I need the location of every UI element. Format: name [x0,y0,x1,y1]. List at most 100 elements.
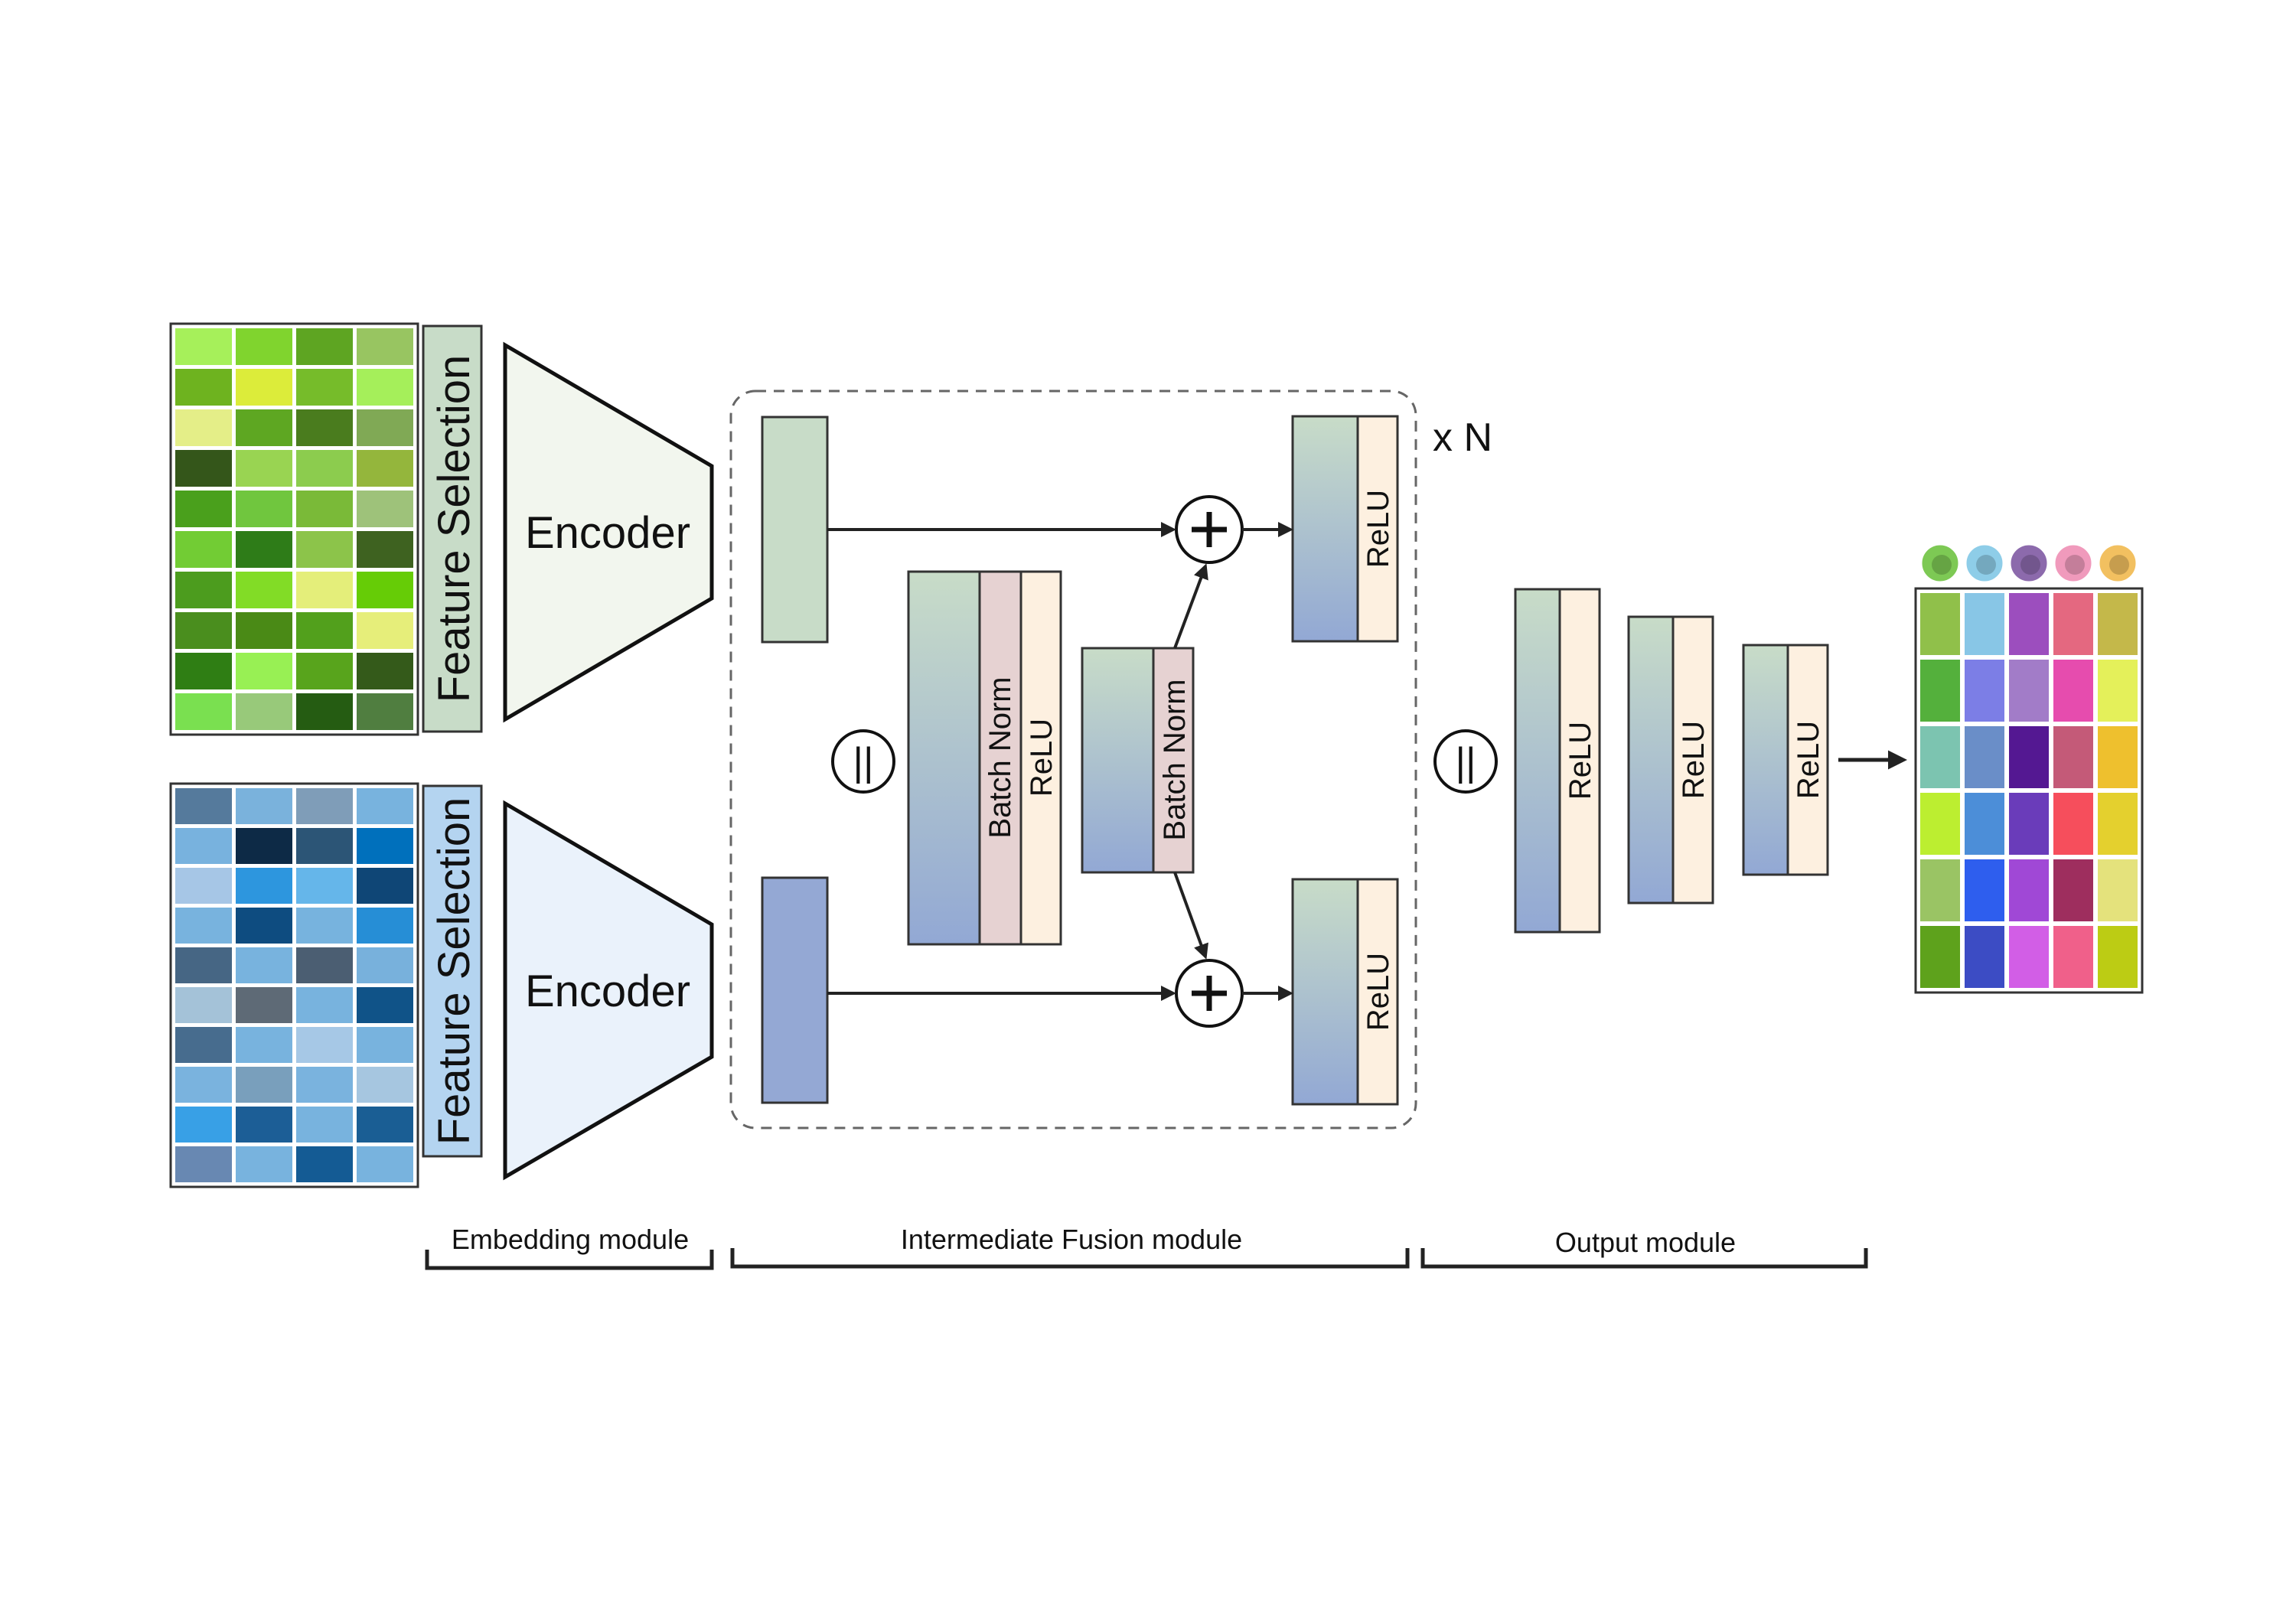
matrix-cell [296,693,353,730]
matrix-cell [2053,926,2093,988]
matrix-cell [2053,593,2093,655]
matrix-cell [236,947,292,983]
matrix-cell [236,788,292,824]
matrix-cell [175,328,232,365]
matrix-cell [175,1146,232,1182]
encoder-bottom-label: Encoder [525,966,690,1016]
matrix-cell [2009,593,2049,655]
matrix-cell [175,1067,232,1103]
matrix-cell [236,693,292,730]
matrix-cell [236,531,292,568]
matrix-cell [175,1027,232,1063]
cell-nucleus-icon [2065,555,2085,575]
matrix-cell [357,612,413,649]
output-layer-3-relu-label: ReLU [1792,721,1825,799]
cell-type-icons [1919,543,2138,584]
matrix-cell [175,450,232,487]
matrix-cell [2053,793,2093,855]
bracket-embedding [425,1250,714,1270]
cell-nucleus-icon [1976,555,1996,575]
module-brackets [425,1248,1868,1270]
output-matrix-frame [1914,587,2144,994]
matrix-cell [357,572,413,608]
matrix-cell [1965,793,2004,855]
cell-nucleus-icon [2020,555,2040,575]
fusion-large-relu-label: ReLU [1025,719,1058,797]
encoder-bottom: Encoder [503,800,714,1181]
matrix-cell [357,1067,413,1103]
matrix-cell [2009,859,2049,921]
output-matrix [1914,587,2144,994]
feature-selection-blue: Feature Selection [422,784,483,1158]
matrix-cell [236,572,292,608]
matrix-cell [296,908,353,944]
matrix-cell [357,987,413,1023]
matrix-cell [2098,859,2138,921]
matrix-cell [175,1107,232,1143]
matrix-cell [236,828,292,864]
matrix-cell [175,572,232,608]
matrix-cell [357,693,413,730]
fusion-arrows [827,522,1293,1001]
output-layer-1-relu-label: ReLU [1564,722,1597,800]
matrix-cell [236,868,292,904]
matrix-cell [357,947,413,983]
matrix-cell [2009,793,2049,855]
fusion-block-large: Batch Norm ReLU [907,570,1062,946]
matrix-cell [1920,593,1960,655]
matrix-cell [236,491,292,527]
matrix-cell [296,369,353,406]
matrix-cell [296,868,353,904]
matrix-cell [236,908,292,944]
matrix-cell [357,868,413,904]
fusion-large-batchnorm-label: Batch Norm [983,676,1017,838]
matrix-cell [296,531,353,568]
encoder-top: Encoder [503,341,714,723]
matrix-cell [236,1146,292,1182]
matrix-cell [2053,726,2093,788]
matrix-cell [175,612,232,649]
matrix-cell [1920,660,1960,722]
matrix-cell [236,369,292,406]
cell-nucleus-icon [2109,555,2129,575]
matrix-cell [1920,926,1960,988]
output-layer-1: ReLU [1514,588,1601,934]
matrix-cell [2098,726,2138,788]
arrow-bn-to-add-bottom [1173,872,1208,960]
matrix-cell [357,1107,413,1143]
cell-nucleus-icon [1932,555,1952,575]
matrix-cell [357,788,413,824]
matrix-cell [357,409,413,446]
cell-icon [2008,543,2050,584]
matrix-cell [296,828,353,864]
label-embedding-module: Embedding module [452,1224,689,1255]
add-node-top [1175,495,1244,564]
matrix-cell [175,987,232,1023]
matrix-cell [2009,660,2049,722]
output-layer-3: ReLU [1742,644,1829,876]
matrix-cell [236,409,292,446]
cell-icon [1964,543,2005,584]
cell-icon [2053,543,2094,584]
fusion-output-top: ReLU [1291,415,1399,643]
matrix-cell [1965,593,2004,655]
matrix-cell [2098,793,2138,855]
matrix-cell [296,1107,353,1143]
matrix-cell [1965,726,2004,788]
matrix-cell [296,1067,353,1103]
embedding-top [761,416,829,644]
concat-symbol-output-text: || [1455,740,1476,784]
matrix-cell [357,1027,413,1063]
output-layer-2: ReLU [1627,615,1714,905]
encoder-top-label: Encoder [525,508,690,558]
matrix-cell [296,1027,353,1063]
matrix-cell [296,612,353,649]
matrix-cell [2098,660,2138,722]
matrix-cell [175,409,232,446]
matrix-cell [2098,926,2138,988]
output-layer-2-relu-label: ReLU [1677,721,1711,799]
matrix-cell [2053,859,2093,921]
bracket-output [1420,1248,1868,1269]
matrix-cell [175,788,232,824]
matrix-cell [296,409,353,446]
